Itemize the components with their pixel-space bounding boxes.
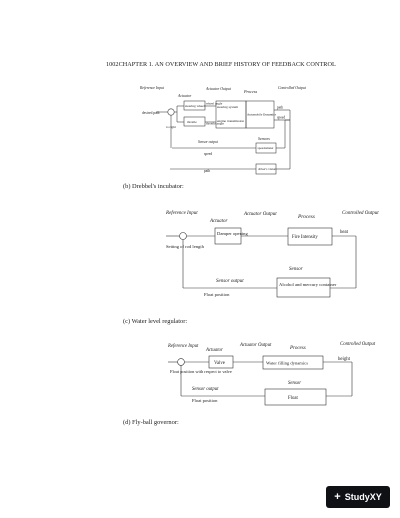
caption-b: (b) Drebbel's incubator:: [123, 183, 184, 190]
a-speedometer-label: speedometer: [258, 146, 275, 150]
diagram-water-level-regulator: Reference Input Actuator Actuator Output…: [167, 342, 376, 406]
a-engine-transmission-label: engine transmission: [217, 119, 244, 123]
c-float-position-wrt-valve-label: Float position with respect to valve: [170, 369, 232, 374]
b-reference-input-label: Reference Input: [165, 211, 198, 216]
b-controlled-output-label: Controlled Output: [342, 211, 379, 216]
a-actuator-label: Actuator: [177, 94, 192, 98]
a-steering-wheel-label: steering wheel: [185, 104, 205, 108]
plus-icon: +: [334, 490, 341, 503]
a-actuator-output-label: Actuator Output: [205, 87, 232, 91]
c-sensor-output-label: Sensor output: [192, 387, 219, 392]
b-process-label: Process: [297, 214, 315, 220]
c-float-label: Float: [288, 396, 299, 401]
a-to-right-label: to right: [166, 125, 176, 129]
a-path-feedback-label: path: [204, 169, 210, 173]
a-sensors-label: Sensors: [258, 137, 270, 141]
a-throttle-angle-label: throttle angle: [206, 122, 224, 126]
a-desired-path-label: desired path: [142, 111, 160, 115]
a-wheel-angle-label: wheel angle: [206, 102, 223, 106]
a-speed-feedback-label: speed: [204, 152, 212, 156]
a-reference-input-label: Reference Input: [139, 86, 165, 90]
a-throttle-label: throttle: [187, 120, 197, 124]
c-process-label: Process: [289, 346, 306, 351]
b-alcohol-mercury-label: Alcohol and mercury container: [279, 282, 337, 287]
studyxy-logo: + StudyXY: [326, 486, 390, 508]
b-heat-label: heat: [340, 230, 349, 235]
a-drivers-vision-label: driver's vision: [258, 167, 276, 171]
b-actuator-output-label: Actuator Output: [243, 212, 277, 217]
caption-c: (c) Water level regulator:: [123, 318, 188, 325]
c-controlled-output-label: Controlled Output: [340, 342, 376, 347]
a-process-label: Process: [243, 89, 257, 94]
b-setting-rod-length-label: Setting of rod length: [166, 244, 205, 249]
a-path-label: path: [277, 106, 283, 110]
b-fire-intensity-label: Fire Intensity: [292, 235, 318, 240]
a-speed-label: speed: [277, 116, 285, 120]
c-sensor-label: Sensor: [288, 381, 301, 386]
diagram-automobile-control: Reference Input Actuator Actuator Output…: [139, 86, 307, 175]
c-actuator-label: Actuator: [205, 348, 223, 353]
c-height-label: height: [338, 357, 351, 362]
logo-text: StudyXY: [344, 492, 382, 502]
caption-d: (d) Fly-ball governor:: [123, 419, 179, 426]
c-reference-input-label: Reference Input: [167, 344, 199, 349]
a-automobile-dynamics-label: Automobile Dynamics: [247, 113, 277, 117]
a-sensor-output-label: Sensor output: [198, 140, 219, 144]
a-steering-system-label: steering system: [217, 105, 238, 109]
c-water-filling-dynamics-label: Water filling dynamics: [266, 361, 308, 366]
c-valve-label: Valve: [214, 361, 225, 366]
b-actuator-label: Actuator: [209, 219, 228, 224]
page-header: 1002CHAPTER 1. AN OVERVIEW AND BRIEF HIS…: [106, 61, 336, 68]
a-controlled-output-label: Controlled Output: [278, 86, 307, 90]
c-actuator-output-label: Actuator Output: [239, 343, 272, 348]
diagram-drebbels-incubator: Reference Input Actuator Actuator Output…: [165, 211, 379, 298]
c-float-position-label: Float position: [192, 398, 218, 403]
b-sensor-label: Sensor: [289, 267, 303, 272]
b-sensor-output-label: Sensor output: [216, 279, 244, 284]
b-damper-opening-label: Damper opening: [217, 231, 248, 236]
b-float-position-label: Float position: [204, 292, 230, 297]
